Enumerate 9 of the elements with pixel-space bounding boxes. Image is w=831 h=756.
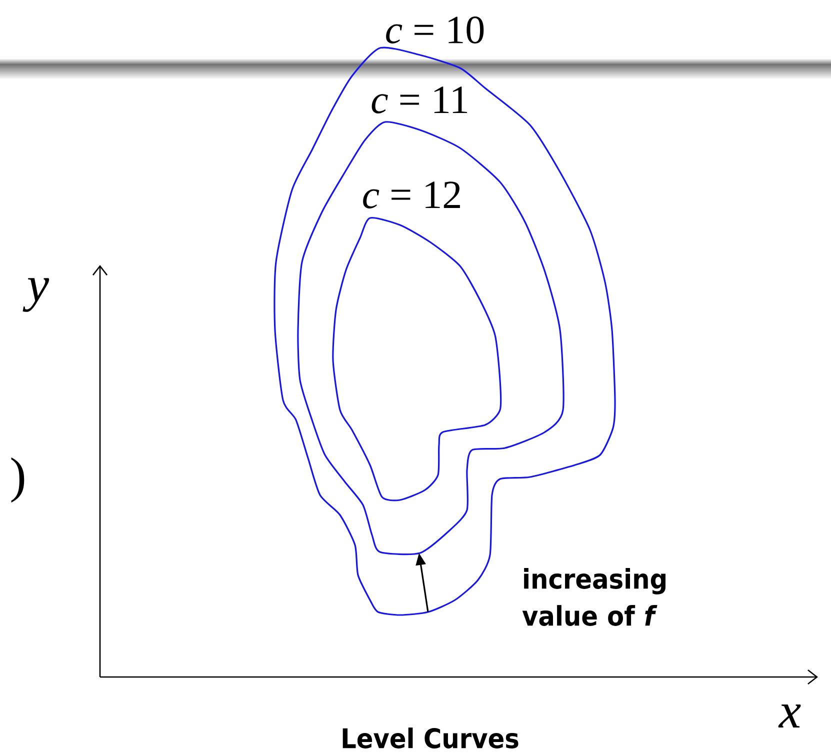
node-label: c = 10 — [386, 16, 484, 44]
node-label: c = 12 — [363, 182, 460, 208]
bracket-text: ) — [11, 457, 24, 503]
caption: Level Curves — [342, 728, 518, 748]
axis-label: y — [22, 278, 50, 312]
level-curve: c = 12 — [332, 182, 502, 502]
axis-label: x — [778, 704, 801, 728]
node-label: c = 11 — [372, 86, 468, 114]
annotation-text: increasing value of f — [522, 568, 666, 626]
